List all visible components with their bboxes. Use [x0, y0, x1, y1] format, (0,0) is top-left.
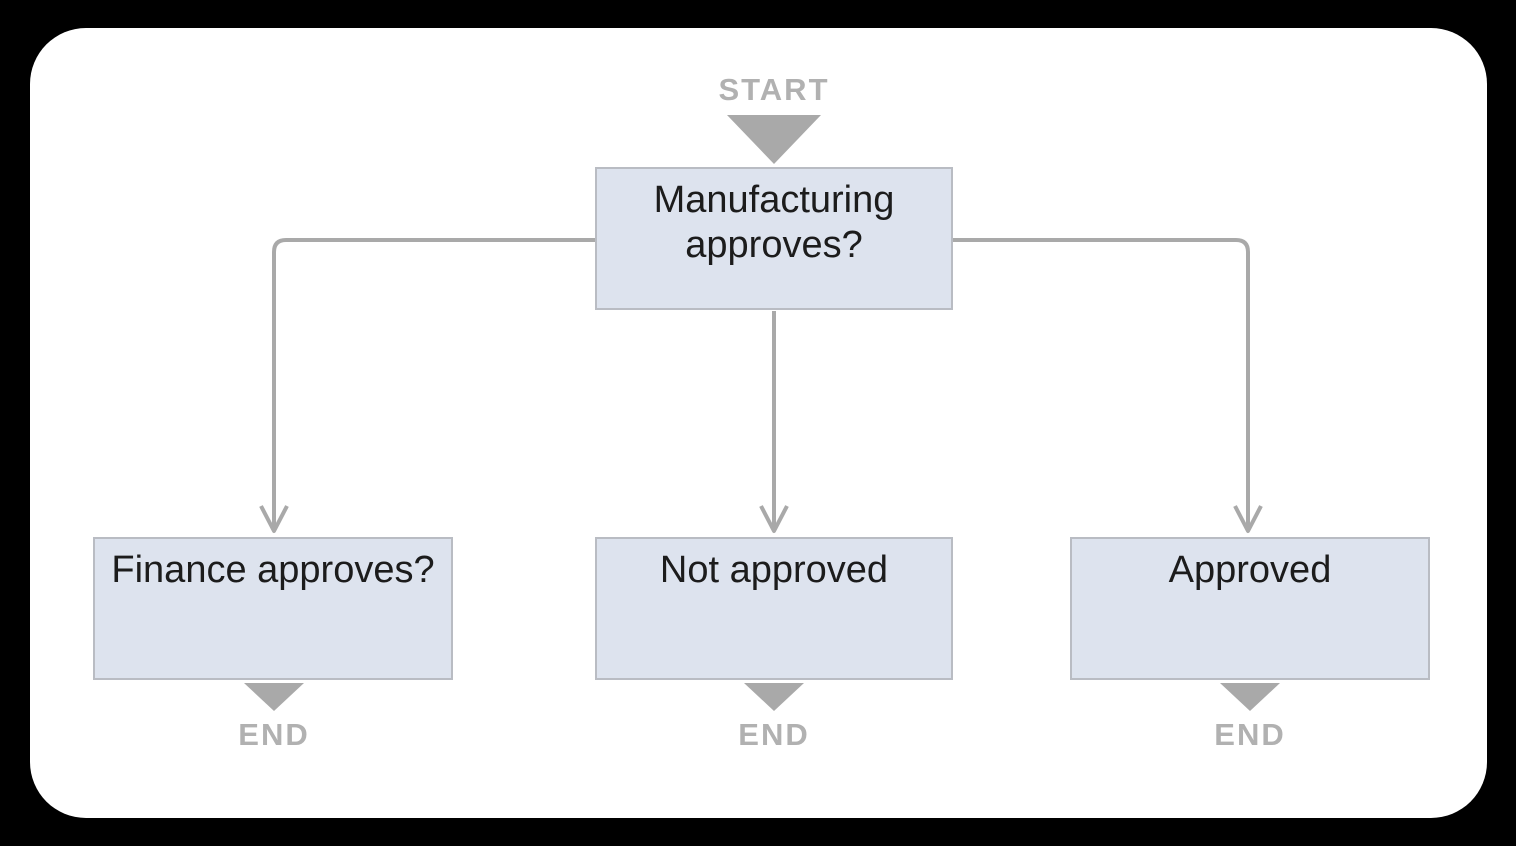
node-manufacturing-approves: Manufacturing approves? [595, 167, 953, 310]
end-label-left: END [238, 717, 310, 752]
flowchart-canvas [30, 28, 1487, 818]
node-approved: Approved [1070, 537, 1430, 680]
end-label-middle: END [738, 717, 810, 752]
node-finance-approves: Finance approves? [93, 537, 453, 680]
node-not-approved: Not approved [595, 537, 953, 680]
end-label-right: END [1214, 717, 1286, 752]
start-label: START [718, 72, 830, 107]
